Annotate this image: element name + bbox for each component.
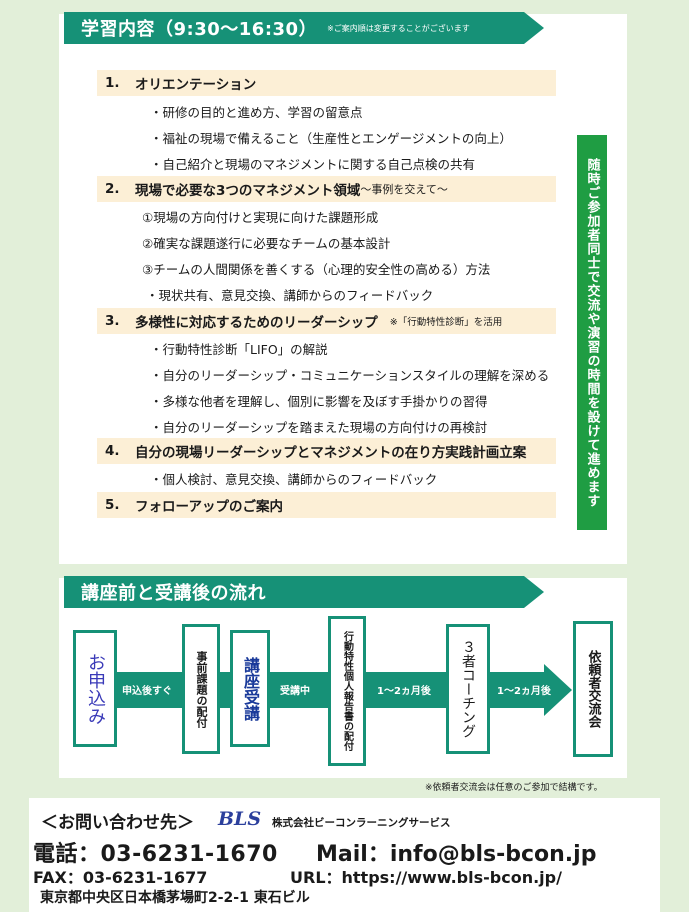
bullet: ・福祉の現場で備えること（生産性とエンゲージメントの向上）	[150, 131, 512, 146]
curriculum-title: 学習内容（9:30～16:30）	[81, 19, 318, 40]
fax-number: FAX：03-6231-1677	[33, 868, 208, 887]
contact-heading: ＜お問い合わせ先＞	[41, 813, 194, 833]
bullet: ・自分のリーダーシップ・コミュニケーションスタイルの理解を深める	[150, 368, 550, 383]
bullet: ・行動特性診断「LIFO」の解説	[150, 342, 328, 357]
bullet: ②確実な課題遂行に必要なチームの基本設計	[142, 236, 391, 251]
bullet: ③チームの人間関係を善くする（心理的安全性の高める）方法	[142, 262, 491, 277]
flow-banner: 講座前と受講後の流れ	[64, 576, 544, 608]
step-attend-course: 講座受講	[230, 630, 270, 747]
website-url[interactable]: URL：https://www.bls-bcon.jp/	[290, 868, 562, 887]
arrow-label: 1～2ヵ月後	[497, 686, 551, 697]
bullet: ①現場の方向付けと実現に向けた課題形成	[142, 210, 379, 225]
content-panel	[59, 14, 627, 564]
contact-panel	[29, 798, 660, 912]
side-note: 随時ご参加者同士で交流や演習の時間を設けて進めます	[577, 135, 607, 530]
section-heading-5: 5. フォローアップのご案内	[97, 492, 556, 518]
section-heading-3: 3. 多様性に対応するためのリーダーシップ※「行動特性診断」を活用	[97, 308, 556, 334]
curriculum-note: ※ご案内順は変更することがございます	[327, 23, 470, 33]
arrow-label: 受講中	[280, 686, 310, 697]
step-report: 行動特性個人報告書の配付	[328, 616, 366, 766]
step-apply: お申込み	[73, 630, 117, 747]
phone-number: 電話：03-6231-1670	[33, 842, 278, 867]
arrow-label: 申込後すぐ	[122, 686, 172, 697]
bullet: ・自己紹介と現場のマネジメントに関する自己点検の共有	[150, 157, 476, 172]
flow-note: ※依頼者交流会は任意のご参加で結構です。	[425, 783, 603, 793]
address: 東京都中央区日本橋茅場町2-2-1 東石ビル	[40, 890, 310, 906]
company-logo: BLS	[218, 808, 262, 830]
bullet: ・現状共有、意見交換、講師からのフィードバック	[146, 288, 434, 303]
bullet: ・研修の目的と進め方、学習の留意点	[150, 105, 363, 120]
step-exchange-meeting: 依頼者交流会	[573, 621, 613, 757]
flow-arrowhead	[544, 664, 572, 716]
section-heading-1: 1. オリエンテーション	[97, 70, 556, 96]
company-name: 株式会社ビーコンラーニングサービス	[272, 817, 451, 829]
step-pre-assignment: 事前課題の配付	[182, 624, 220, 754]
section-heading-4: 4. 自分の現場リーダーシップとマネジメントの在り方実践計画立案	[97, 438, 556, 464]
step-coaching: ３者コーチング	[446, 624, 490, 754]
bullet: ・個人検討、意見交換、講師からのフィードバック	[150, 472, 438, 487]
bullet: ・多様な他者を理解し、個別に影響を及ぼす手掛かりの習得	[150, 394, 488, 409]
email-address[interactable]: Mail：info@bls-bcon.jp	[316, 842, 597, 867]
section-heading-2: 2. 現場で必要な3つのマネジメント領域～事例を交えて～	[97, 176, 556, 202]
arrow-label: 1～2ヵ月後	[377, 686, 431, 697]
flow-title: 講座前と受講後の流れ	[81, 583, 266, 604]
curriculum-banner: 学習内容（9:30～16:30） ※ご案内順は変更することがございます	[64, 12, 544, 44]
bullet: ・自分のリーダーシップを踏まえた現場の方向付けの再検討	[150, 420, 488, 435]
